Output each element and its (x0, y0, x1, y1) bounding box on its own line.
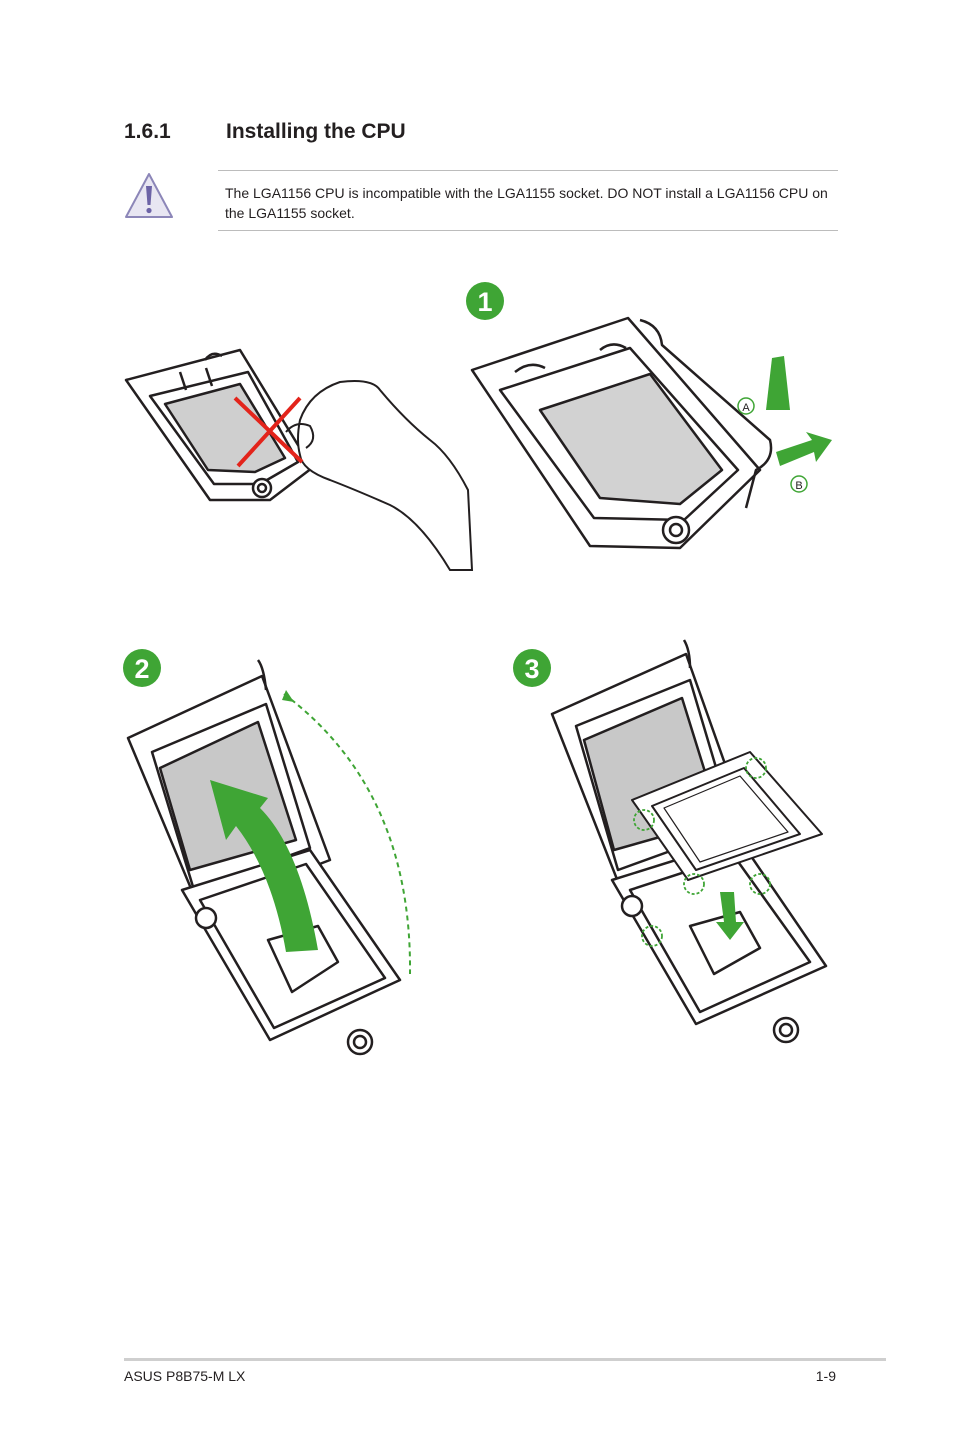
section-title: Installing the CPU (226, 120, 406, 143)
arrow-b (776, 432, 832, 466)
footer-rule (124, 1358, 886, 1361)
socket-closed-small (124, 348, 314, 502)
step-3-badge (513, 649, 551, 687)
note-text: The LGA1156 CPU is incompatible with the… (225, 185, 828, 221)
note-rule-top (218, 170, 838, 171)
curved-arrow (210, 780, 318, 952)
step-3-label: 3 (524, 654, 539, 684)
note-rule-bottom (218, 230, 838, 231)
down-arrow (716, 892, 744, 940)
socket-open (126, 659, 402, 1056)
step-2-badge (123, 649, 161, 687)
warning-triangle-icon (125, 173, 173, 218)
step-1-badge (466, 282, 504, 320)
socket-open-cpu (550, 639, 828, 1044)
socket-closed-large (470, 316, 773, 550)
sub-label-b: B (795, 480, 802, 492)
cpu-chip (631, 751, 823, 881)
arrow-a (766, 356, 790, 410)
sub-label-b-badge (790, 475, 808, 493)
step-2-label: 2 (134, 654, 149, 684)
footer-product-name: ASUS P8B75-M LX (124, 1368, 246, 1384)
cross-mark (233, 396, 304, 468)
section-number: 1.6.1 (124, 120, 171, 143)
footer-page-number: 1-9 (815, 1368, 836, 1384)
alignment-marks (633, 757, 771, 947)
sub-label-a-badge (737, 397, 755, 415)
sub-label-a: A (742, 402, 750, 414)
step-1-label: 1 (477, 287, 492, 317)
dashed-arc (283, 693, 412, 975)
hand-outline (285, 380, 474, 571)
